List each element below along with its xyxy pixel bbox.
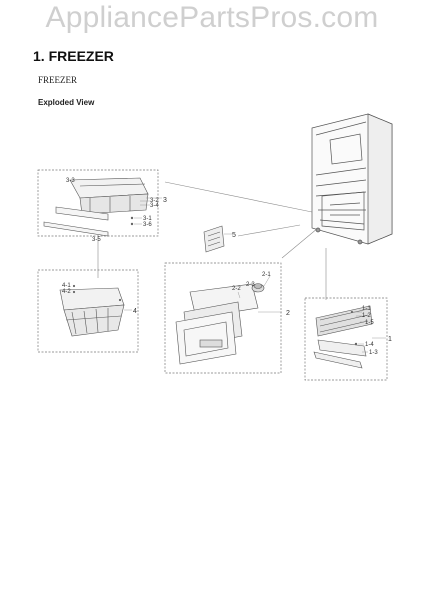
callout-1-4: 1-4 [365, 342, 374, 348]
callout-2-1: 2-1 [262, 272, 271, 278]
part-3-5-rail [43, 206, 109, 237]
callout-1: 1 [388, 336, 392, 343]
callout-4-1: 4-1 [62, 283, 71, 289]
part-1-drawer-front [315, 305, 373, 337]
section-label: Exploded View [38, 98, 95, 107]
callout-3-2: 3-2 [150, 198, 159, 204]
group-box-4 [37, 269, 139, 353]
part-3-upper-tray [69, 177, 149, 215]
callout-3-4: 3-4 [150, 203, 159, 209]
group-boxes [37, 169, 388, 381]
part-2-door-panels [175, 283, 259, 365]
callout-3-3: 3-3 [66, 178, 75, 184]
callout-1-1: 1-1 [362, 306, 371, 312]
callout-1-5: 1-5 [365, 320, 374, 326]
group-box-3 [37, 169, 159, 237]
watermark: AppliancePartsPros.com [45, 1, 379, 34]
part-1-leaders [352, 311, 386, 353]
callout-2-2: 2-2 [232, 286, 241, 292]
callout-3: 3 [163, 197, 167, 204]
part-5-bracket [203, 225, 225, 253]
page-title: 1. FREEZER [33, 48, 114, 64]
group-box-1 [304, 297, 388, 381]
part-2-1-knob [251, 283, 265, 293]
part-1-3-rail [313, 339, 367, 369]
part-3-leaders [134, 197, 162, 225]
callout-5: 5 [232, 232, 236, 239]
callout-1-2: 1-2 [362, 313, 371, 319]
part-3-screws [130, 216, 134, 226]
callout-3-6: 3-6 [143, 222, 152, 228]
callout-4-2: 4-2 [62, 289, 71, 295]
group-box-2 [164, 262, 282, 374]
part-4-basket [59, 287, 125, 337]
callout-2: 2 [286, 310, 290, 317]
callout-3-1: 3-1 [143, 216, 152, 222]
callout-2-3: 2-3 [246, 282, 255, 288]
refrigerator-icon [311, 113, 393, 245]
part-4-screws [72, 284, 122, 302]
callout-3-5: 3-5 [92, 237, 101, 243]
part-2-leaders [237, 275, 282, 313]
callout-4: 4 [133, 308, 137, 315]
leader-lines [97, 181, 327, 300]
callout-1-3: 1-3 [369, 350, 378, 356]
page-subtitle: FREEZER [38, 75, 78, 85]
